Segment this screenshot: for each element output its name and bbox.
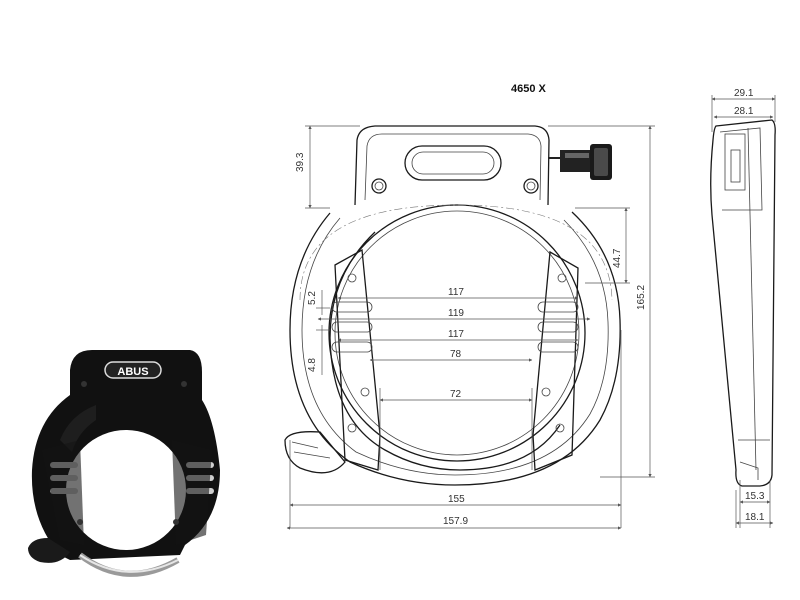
svg-text:119: 119 — [448, 308, 464, 319]
svg-text:5.2: 5.2 — [307, 291, 318, 305]
screw-hole — [371, 178, 387, 194]
svg-text:44.7: 44.7 — [612, 248, 623, 268]
svg-text:157.9: 157.9 — [443, 516, 468, 527]
release-lever — [284, 431, 346, 474]
svg-text:4.8: 4.8 — [307, 358, 318, 372]
svg-text:39.3: 39.3 — [295, 152, 306, 172]
svg-text:29.1: 29.1 — [734, 88, 754, 99]
dimension-15-3: 15.3 — [739, 480, 771, 528]
dimension-157-9: 157.9 — [286, 516, 622, 530]
svg-text:117: 117 — [448, 329, 464, 340]
product-photo: ABUS — [28, 350, 220, 577]
key-icon — [548, 144, 612, 180]
front-view-lock-outline — [284, 125, 621, 486]
dimension-119: 119 — [317, 308, 591, 321]
dimension-39-3: 39.3 — [295, 125, 360, 209]
model-title: 4650 X — [511, 83, 547, 95]
dimension-155: 155 — [289, 330, 622, 528]
svg-text:165.2: 165.2 — [636, 285, 647, 310]
svg-text:28.1: 28.1 — [734, 106, 754, 117]
svg-text:117: 117 — [448, 287, 464, 298]
screw-hole — [523, 178, 539, 194]
dimension-165-2: 165.2 — [548, 125, 655, 478]
dimension-5-2: 5.2 — [307, 290, 330, 315]
svg-text:78: 78 — [450, 349, 462, 360]
dimension-4-8: 4.8 — [307, 325, 330, 375]
dimension-78: 78 — [369, 349, 533, 362]
dimension-29-1: 29.1 — [711, 88, 776, 132]
dimension-117-bottom: 117 — [337, 329, 579, 342]
mounting-slot — [404, 145, 502, 181]
svg-text:72: 72 — [450, 389, 462, 400]
dimension-72: 72 — [379, 388, 533, 470]
dimension-18-1: 18.1 — [735, 490, 774, 528]
svg-text:15.3: 15.3 — [745, 491, 765, 502]
dimension-117-top: 117 — [337, 287, 579, 300]
dimension-28-1: 28.1 — [713, 106, 774, 119]
shackle-opening — [328, 204, 586, 462]
svg-text:155: 155 — [448, 494, 465, 505]
svg-text:ABUS: ABUS — [117, 366, 148, 378]
svg-text:18.1: 18.1 — [745, 512, 765, 523]
side-view-lock-outline — [710, 119, 776, 487]
dimension-44-7: 44.7 — [575, 207, 630, 284]
abus-logo: ABUS — [104, 361, 162, 379]
